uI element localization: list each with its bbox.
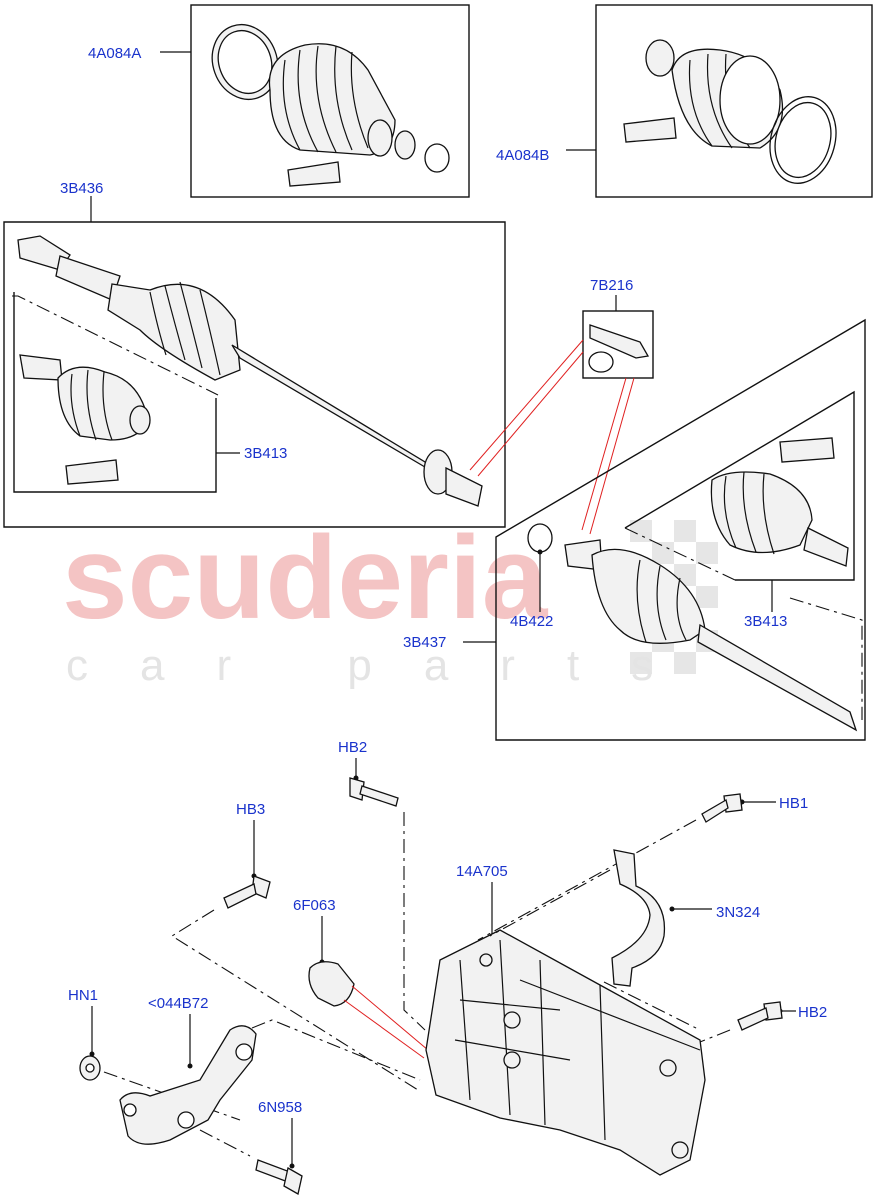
bracket-assembly: HB2 HB3 6F063 HB1 14A705: [68, 739, 827, 1196]
callout-6F063: 6F063: [293, 897, 336, 914]
callout-HB1: HB1: [779, 795, 808, 812]
callout-14A705: 14A705: [456, 863, 508, 880]
callout-7B216: 7B216: [590, 277, 633, 294]
callout-4A084A: 4A084A: [88, 45, 141, 62]
callout-4B422: 4B422: [510, 613, 553, 630]
watermark-brand: scuderia: [62, 512, 549, 644]
callout-3N324: 3N324: [716, 904, 760, 921]
driveshaft-3B436-box: 3B436 3B413: [3, 180, 506, 528]
callout-6N958: 6N958: [258, 1099, 302, 1116]
callout-3B436: 3B436: [60, 180, 103, 197]
callout-HB3: HB3: [236, 801, 265, 818]
callout-044B72: <044B72: [148, 995, 208, 1012]
callout-3B437: 3B437: [403, 634, 446, 651]
grease-kit-7B216: 7B216: [469, 277, 654, 535]
callout-HB2-top: HB2: [338, 739, 367, 756]
callout-HB2-right: HB2: [798, 1004, 827, 1021]
boot-kit-box-b: 4A084B: [496, 4, 873, 198]
callout-3B413-lower: 3B413: [744, 613, 787, 630]
callout-3B413-upper: 3B413: [244, 445, 287, 462]
callout-4A084B: 4A084B: [496, 147, 549, 164]
watermark-tagline: car parts: [66, 641, 705, 690]
boot-kit-box-a: 4A084A: [88, 4, 470, 198]
callout-HN1: HN1: [68, 987, 98, 1004]
driveshaft-3B437-box: 3B437 4B422 3B413: [403, 318, 866, 741]
watermark: scuderia car parts: [62, 512, 718, 690]
